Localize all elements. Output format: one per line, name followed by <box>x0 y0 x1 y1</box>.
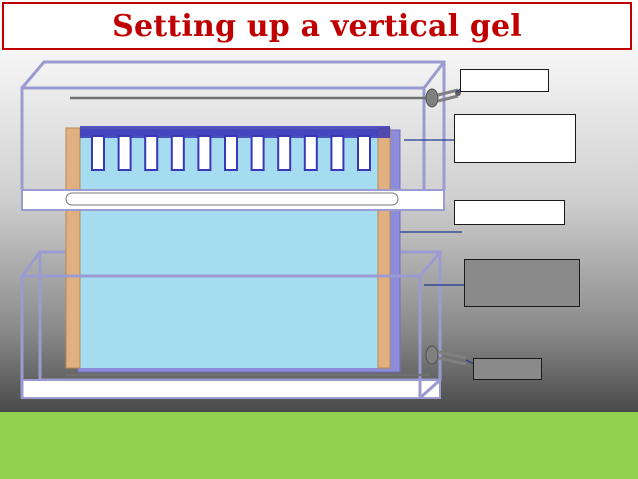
comb-tooth <box>224 135 238 171</box>
upper-tank-back <box>20 60 446 190</box>
comb-tooth <box>250 135 265 171</box>
gel <box>78 136 390 368</box>
lower-tank-label <box>464 259 580 307</box>
lower-tank-edge-bottom <box>418 378 442 400</box>
comb-label <box>454 114 576 163</box>
footer-band <box>0 412 638 479</box>
upper-tank-edge <box>422 61 446 89</box>
upper-tank-slot <box>65 192 399 206</box>
comb-tooth <box>330 135 345 171</box>
lower-terminal-label <box>473 358 542 380</box>
leader-lower-terminal <box>465 359 475 365</box>
lower-terminal <box>425 345 467 366</box>
comb-tooth <box>303 135 318 171</box>
spacer-left <box>65 127 81 369</box>
upper-terminal-label <box>460 69 549 92</box>
upper-terminal <box>425 88 461 108</box>
comb-teeth <box>91 135 371 171</box>
comb-tooth <box>357 135 371 171</box>
lower-tank-front <box>20 274 422 398</box>
spacer-right <box>377 127 391 369</box>
gel-label <box>454 200 565 225</box>
comb-tooth <box>170 135 185 171</box>
lower-tank-floor <box>21 379 441 399</box>
comb-tooth <box>197 135 212 171</box>
comb-tooth <box>117 135 132 171</box>
lower-tank-edge-right <box>418 251 442 277</box>
slide-title: Setting up a vertical gel <box>112 8 522 44</box>
upper-tank-front <box>20 86 426 190</box>
lower-tank-edge-left <box>20 251 42 277</box>
comb-tooth <box>91 135 105 171</box>
comb-tooth <box>277 135 292 171</box>
comb-tooth <box>144 135 159 171</box>
title-box: Setting up a vertical gel <box>2 2 632 50</box>
